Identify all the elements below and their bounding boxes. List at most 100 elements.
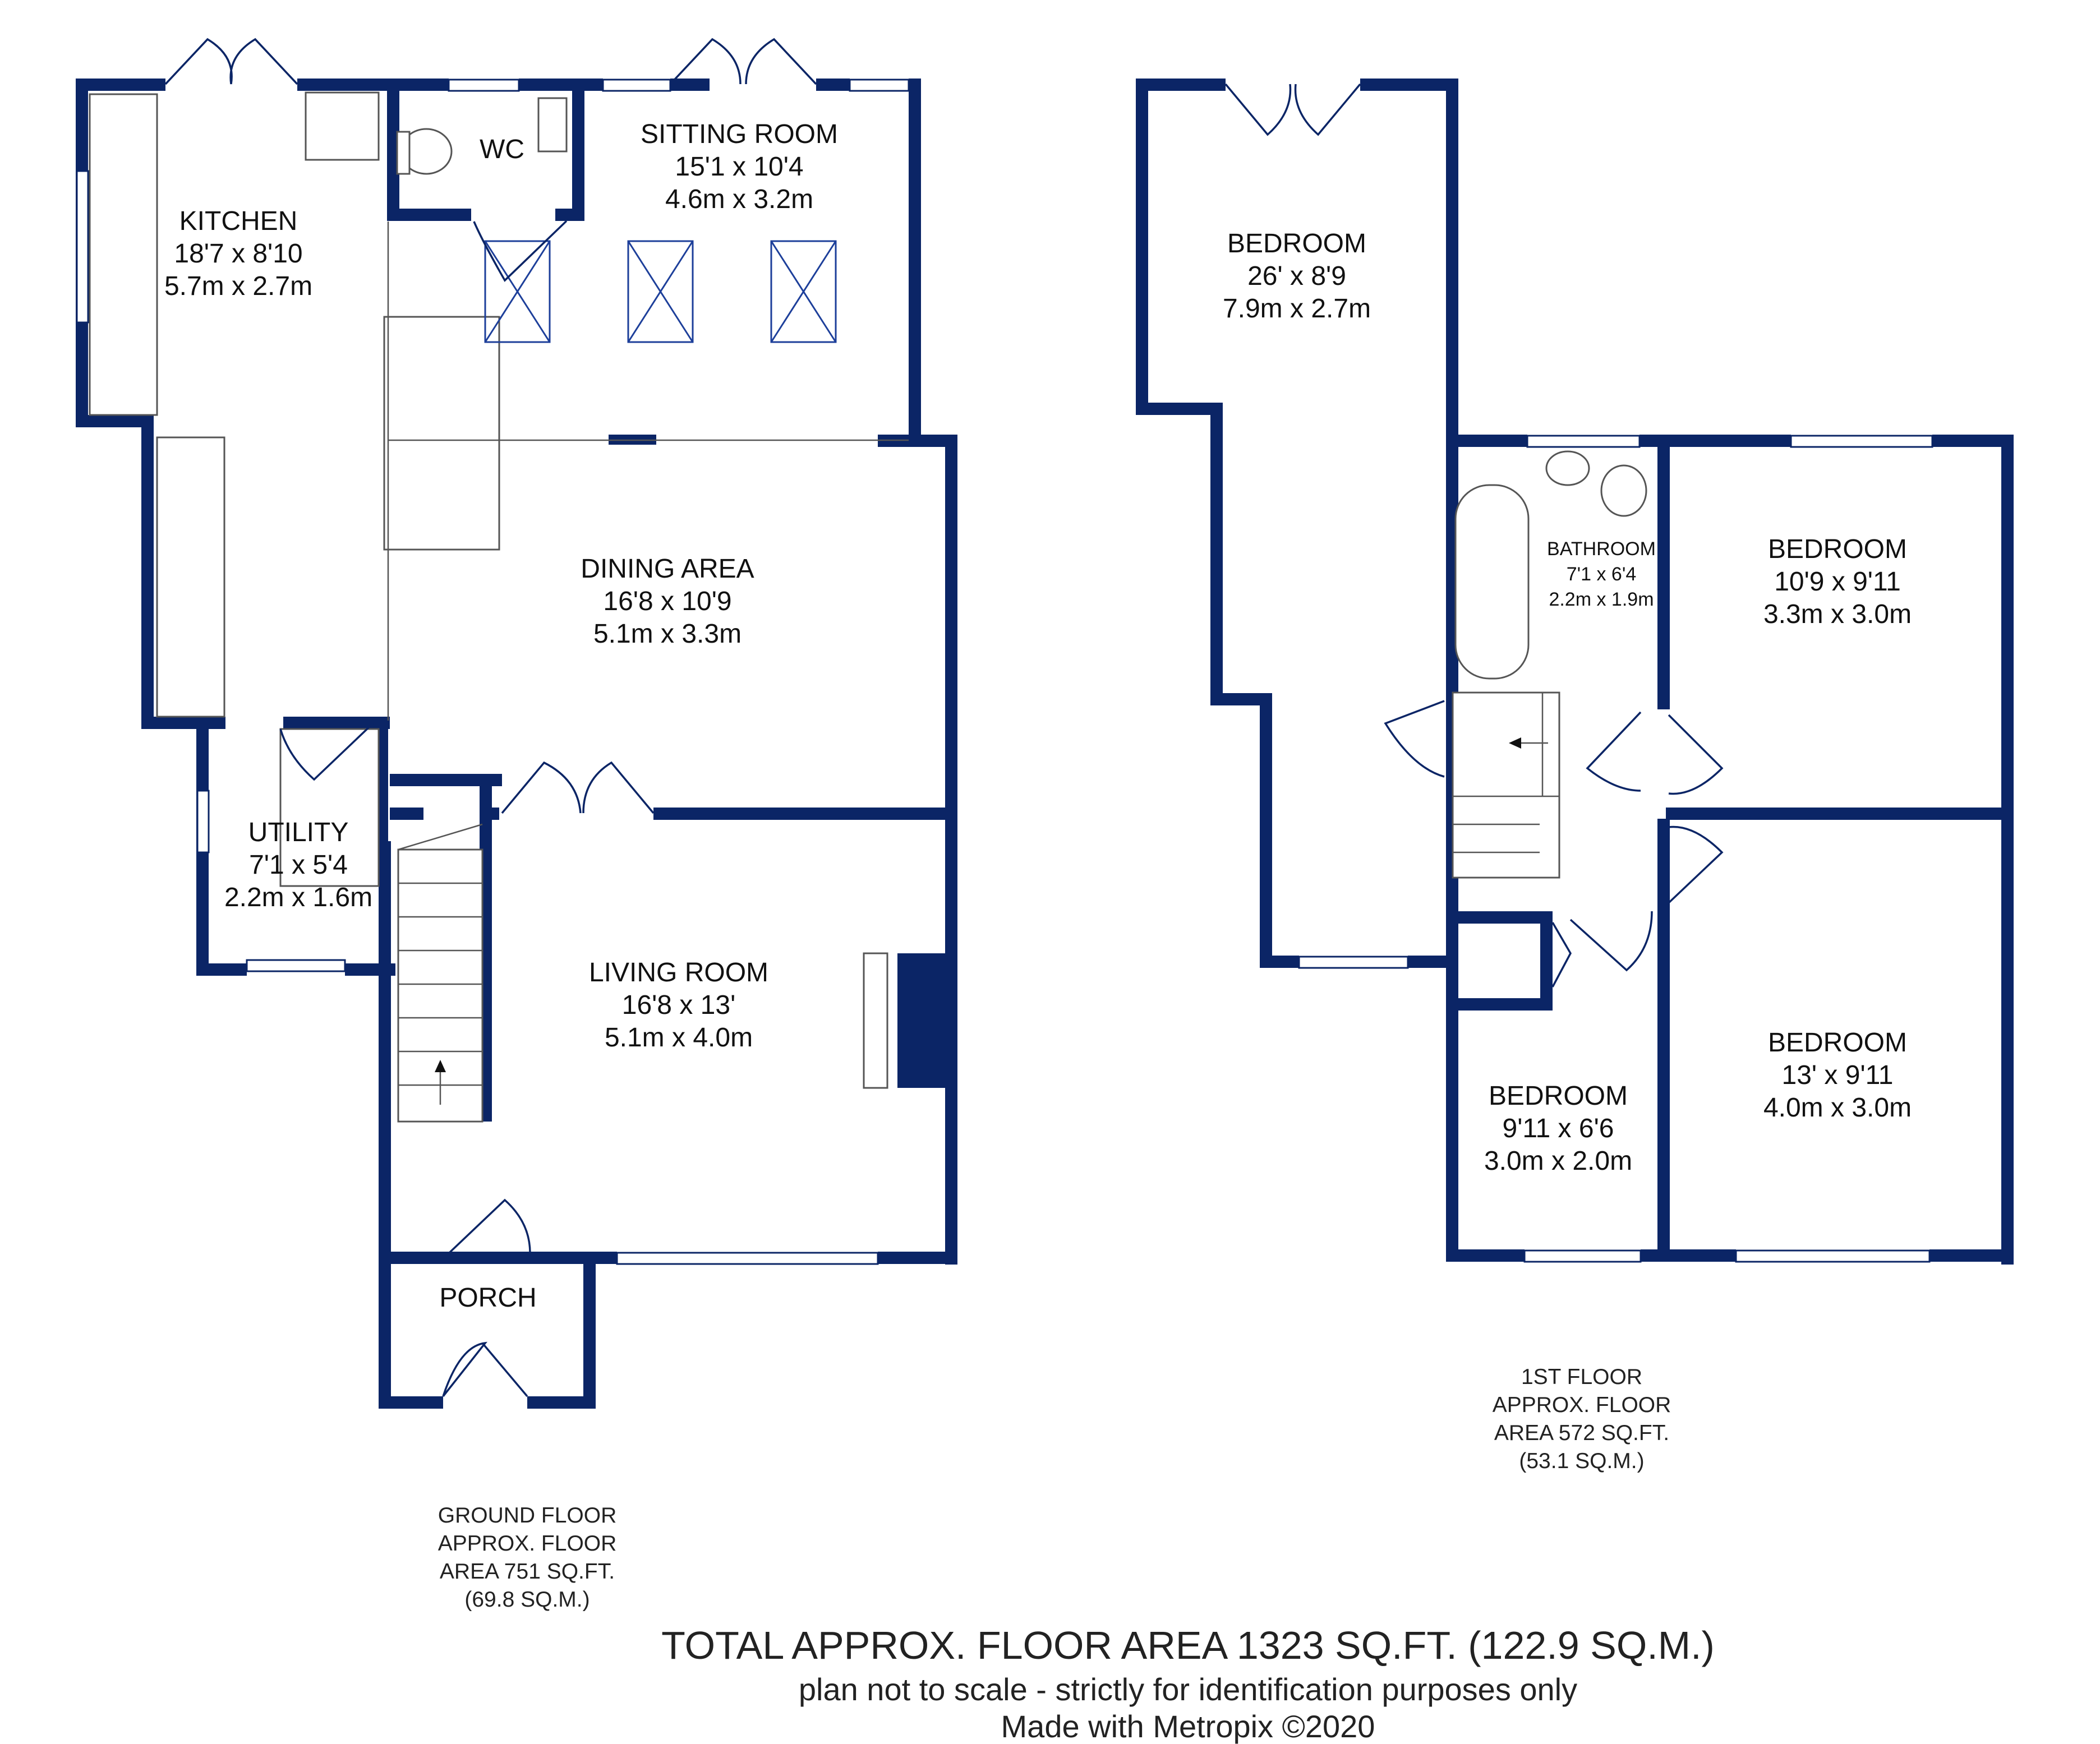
bedroom-3-door[interactable] (1668, 825, 1724, 904)
wall (196, 963, 247, 976)
bathroom-toilet-icon (1600, 464, 1647, 517)
porch-inner-door[interactable] (448, 1198, 531, 1254)
ground-floor-area-line: APPROX. FLOOR (438, 1531, 617, 1556)
utility-metric: 2.2m x 1.6m (224, 883, 372, 912)
wall (1657, 1249, 1736, 1262)
kitchen-imperial: 18'7 x 8'10 (174, 239, 302, 269)
bedroom-1-imperial: 26' x 8'9 (1247, 261, 1346, 291)
wall (297, 79, 387, 91)
wall (1260, 693, 1272, 968)
first-floor-area-line: APPROX. FLOOR (1493, 1393, 1671, 1417)
bedroom-4-name: BEDROOM (1489, 1081, 1628, 1111)
wall (519, 79, 603, 91)
kitchen-name: KITCHEN (179, 206, 298, 236)
bedroom-2-metric: 3.3m x 3.0m (1763, 599, 1912, 629)
sitting-room-metric: 4.6m x 3.2m (665, 184, 813, 214)
window (246, 959, 346, 972)
wall (387, 91, 399, 220)
dining-area-imperial: 16'8 x 10'9 (603, 587, 731, 616)
wall (945, 435, 957, 1265)
bedroom-3-name: BEDROOM (1768, 1028, 1907, 1058)
living-room-double-doors[interactable] (501, 761, 655, 814)
window (602, 79, 671, 92)
wall (1136, 79, 1148, 415)
utility-door[interactable] (279, 722, 374, 781)
bedroom-2-door[interactable] (1668, 714, 1724, 795)
first-floor-area-line: 1ST FLOOR (1521, 1365, 1642, 1389)
fireplace-hearth (863, 952, 888, 1089)
scale-disclaimer: plan not to scale - strictly for identif… (799, 1672, 1577, 1707)
ground-floor-area-line: (69.8 SQ.M.) (464, 1588, 590, 1612)
wall (1446, 79, 1458, 449)
wall (878, 435, 956, 447)
bedroom-3-metric: 4.0m x 3.0m (1763, 1093, 1912, 1123)
first-floor-area-line: AREA 572 SQ.FT. (1494, 1421, 1669, 1445)
wall (670, 79, 710, 91)
window (1298, 956, 1409, 969)
bedroom-1-name: BEDROOM (1227, 229, 1366, 259)
kitchen-island (383, 316, 500, 551)
footer: TOTAL APPROX. FLOOR AREA 1323 SQ.FT. (12… (661, 1623, 1715, 1744)
wall (1210, 693, 1272, 705)
wall (141, 717, 225, 729)
first-floor-stairs (1452, 691, 1560, 879)
window (616, 1252, 879, 1265)
wall (1929, 1249, 2014, 1262)
wall (390, 774, 502, 786)
bedroom-french-doors[interactable] (1224, 83, 1361, 136)
wall (1446, 998, 1553, 1011)
ground-floor-plan (76, 38, 957, 1409)
chimney-breast (897, 953, 954, 1088)
bathroom-imperial: 7'1 x 6'4 (1567, 564, 1637, 585)
wc-door[interactable] (473, 220, 568, 282)
sitting-room-imperial: 15'1 x 10'4 (675, 152, 803, 182)
wall (379, 1252, 391, 1409)
skylight-icon (770, 240, 837, 343)
metropix-credit: Made with Metropix ©2020 (1001, 1709, 1375, 1744)
wall (555, 209, 584, 221)
living-room-imperial: 16'8 x 13' (622, 990, 735, 1020)
wall (816, 79, 850, 91)
bedroom-1-metric: 7.9m x 2.7m (1223, 294, 1371, 324)
wall (1641, 1249, 1670, 1262)
bedroom-4-imperial: 9'11 x 6'6 (1503, 1114, 1614, 1143)
sitting-room-name: SITTING ROOM (641, 119, 838, 149)
wall (1666, 808, 2014, 820)
wall (1657, 435, 1670, 709)
first-floor-plan (1136, 79, 2014, 1265)
wall (1657, 819, 1670, 1262)
bathroom-basin (1545, 450, 1590, 486)
bedroom-4-metric: 3.0m x 2.0m (1484, 1146, 1632, 1176)
front-door[interactable] (442, 1341, 528, 1397)
ground-floor-area-line: GROUND FLOOR (438, 1503, 617, 1528)
wall (653, 808, 956, 820)
wall (283, 717, 390, 729)
wall (1640, 435, 1738, 447)
kitchen-worktop (89, 93, 158, 416)
wall (909, 79, 921, 443)
cupboard-door[interactable] (1551, 922, 1572, 988)
bathroom-name: BATHROOM (1547, 538, 1656, 560)
wall (390, 808, 423, 820)
wc-cistern (396, 131, 411, 175)
window (196, 790, 210, 853)
wall (1260, 956, 1299, 968)
wall (1210, 403, 1223, 705)
bathroom-door[interactable] (1586, 711, 1642, 792)
ground-floor-area-line: AREA 751 SQ.FT. (440, 1560, 615, 1584)
bedroom-1-door[interactable] (1384, 700, 1445, 778)
kitchen-worktop (156, 436, 225, 718)
wall (379, 1396, 443, 1409)
utility-name: UTILITY (248, 818, 349, 847)
bathroom-metric: 2.2m x 1.9m (1549, 589, 1654, 610)
wall (1360, 79, 1458, 91)
window (1526, 435, 1641, 448)
sitting-room-french-doors[interactable] (669, 38, 817, 85)
kitchen-cupboard (305, 91, 380, 161)
bedroom-4-door[interactable] (1569, 911, 1653, 972)
living-room-metric: 5.1m x 4.0m (605, 1023, 753, 1053)
wall (1446, 435, 1527, 447)
wall (1540, 911, 1553, 1011)
kitchen-french-doors[interactable] (164, 38, 298, 85)
